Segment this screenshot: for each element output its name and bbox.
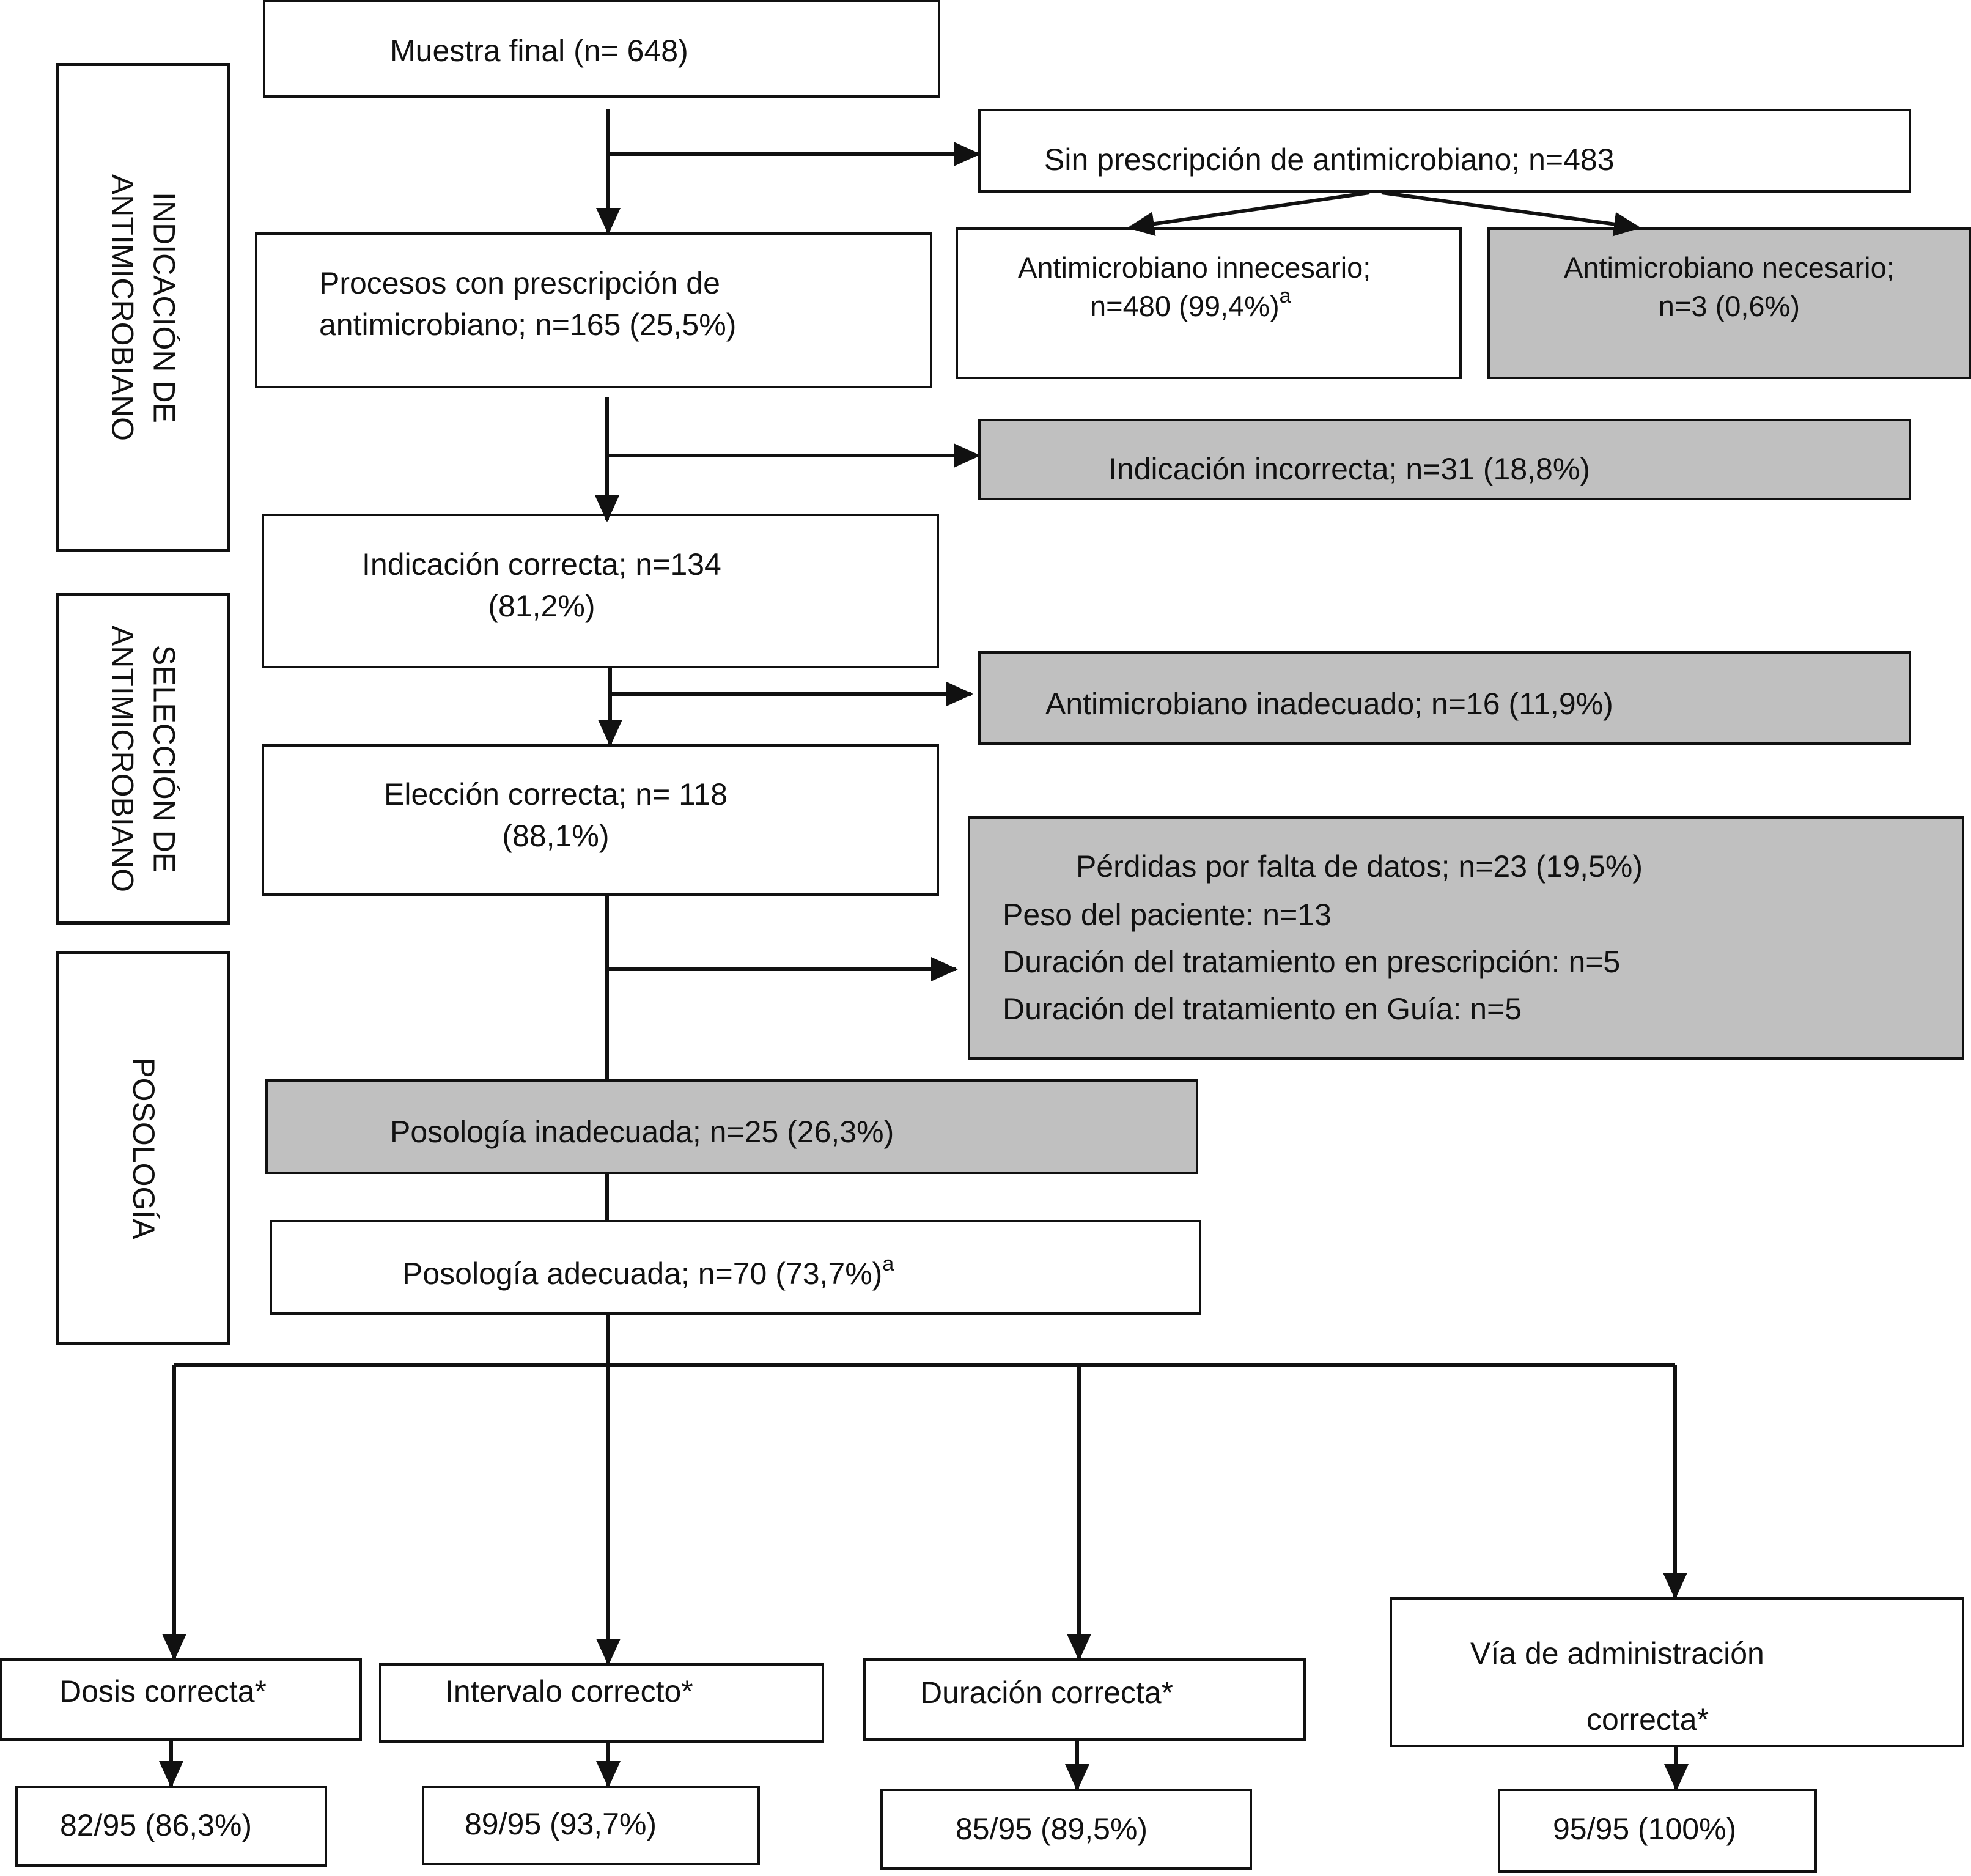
box-indicacion-incorrecta [978,419,1911,500]
box-posologia-inadecuada-text: Posología inadecuada; n=25 (26,3%) [390,1115,894,1149]
via-line1: Vía de administración [1470,1636,1764,1671]
necesario-line2: n=3 (0,6%) [1658,290,1800,323]
arrow-to-innecesario [1127,191,1370,237]
box-antimicrobiano-inadecuado-text: Antimicrobiano inadecuado; n=16 (11,9%) [1045,687,1613,721]
box-antimicrobiano-innecesario-text: Antimicrobiano innecesario; n=480 (99,4%… [1018,248,1371,326]
side-label-indicacion: INDICACIÓN DE ANTIMICROBIANO [56,63,230,552]
box-procesos-con-prescripcion [255,232,932,388]
innecesario-value: n=480 (99,4%) [1090,290,1280,323]
box-eleccion-correcta [262,744,939,896]
box-posologia-inadecuada [265,1079,1198,1174]
innecesario-line1: Antimicrobiano innecesario; [1018,251,1371,284]
box-posologia-adecuada [270,1220,1201,1315]
procesos-line2: antimicrobiano; n=165 (25,5%) [319,307,737,342]
perdidas-item-peso: Peso del paciente: n=13 [1003,898,1332,932]
via-line2: correcta* [1586,1702,1709,1737]
duracion-resultado-text: 85/95 (89,5%) [956,1812,1148,1846]
box-intervalo-resultado [422,1786,760,1865]
box-via-resultado [1498,1789,1817,1873]
box-antimicrobiano-necesario-text: Antimicrobiano necesario; n=3 (0,6%) [1564,248,1895,326]
box-sin-prescripcion-text: Sin prescripción de antimicrobiano; n=48… [1044,142,1615,177]
via-correcta-text: Vía de administración correcta* [1470,1620,1764,1752]
box-indicacion-correcta-text: Indicación correcta; n=134 (81,2%) [362,544,721,627]
box-posologia-adecuada-text: Posología adecuada; n=70 (73,7%)a [402,1254,894,1295]
perdidas-item-duracion-prescripcion: Duración del tratamiento en prescripción… [1003,945,1621,979]
innecesario-line2: n=480 (99,4%)a [1018,284,1371,325]
box-intervalo-correcto [379,1663,824,1743]
eleccion-correcta-line1: Elección correcta; n= 118 [384,777,728,811]
side-label-posologia: POSOLOGÍA [56,951,230,1345]
intervalo-resultado-text: 89/95 (93,7%) [465,1807,657,1841]
eleccion-correcta-line2: (88,1%) [502,818,610,853]
dosis-resultado-text: 82/95 (86,3%) [60,1808,252,1842]
via-resultado-text: 95/95 (100%) [1553,1812,1737,1846]
procesos-line1: Procesos con prescripción de [319,266,720,300]
box-antimicrobiano-innecesario [956,227,1462,379]
box-muestra-final-text: Muestra final (n= 648) [390,34,688,68]
dosis-correcta-text: Dosis correcta* [59,1674,267,1708]
posologia-adecuada-value: Posología adecuada; n=70 (73,7%) [402,1257,883,1291]
box-procesos-text: Procesos con prescripción de antimicrobi… [319,263,736,345]
intervalo-correcto-text: Intervalo correcto* [445,1674,693,1708]
box-indicacion-correcta [262,514,939,668]
box-perdidas [968,816,1964,1060]
box-eleccion-correcta-text: Elección correcta; n= 118 (88,1%) [384,774,728,857]
indicacion-correcta-line2: (81,2%) [488,588,595,623]
duracion-correcta-text: Duración correcta* [920,1675,1174,1710]
innecesario-footnote: a [1279,284,1291,308]
indicacion-correcta-line1: Indicación correcta; n=134 [362,547,721,582]
necesario-line1: Antimicrobiano necesario; [1564,251,1895,284]
side-label-seleccion: SELECCIÓN DE ANTIMICROBIANO [56,593,230,925]
posologia-adecuada-footnote: a [882,1252,894,1276]
box-antimicrobiano-inadecuado [978,651,1911,745]
box-duracion-resultado [880,1789,1252,1870]
perdidas-title: Pérdidas por falta de datos; n=23 (19,5%… [1076,849,1643,884]
arrow-to-necesario [1381,191,1641,237]
box-muestra-final [263,0,940,98]
box-antimicrobiano-necesario [1487,227,1971,379]
box-via-correcta [1390,1597,1964,1747]
perdidas-item-duracion-guia: Duración del tratamiento en Guía: n=5 [1003,992,1522,1026]
box-indicacion-incorrecta-text: Indicación incorrecta; n=31 (18,8%) [1108,452,1590,486]
